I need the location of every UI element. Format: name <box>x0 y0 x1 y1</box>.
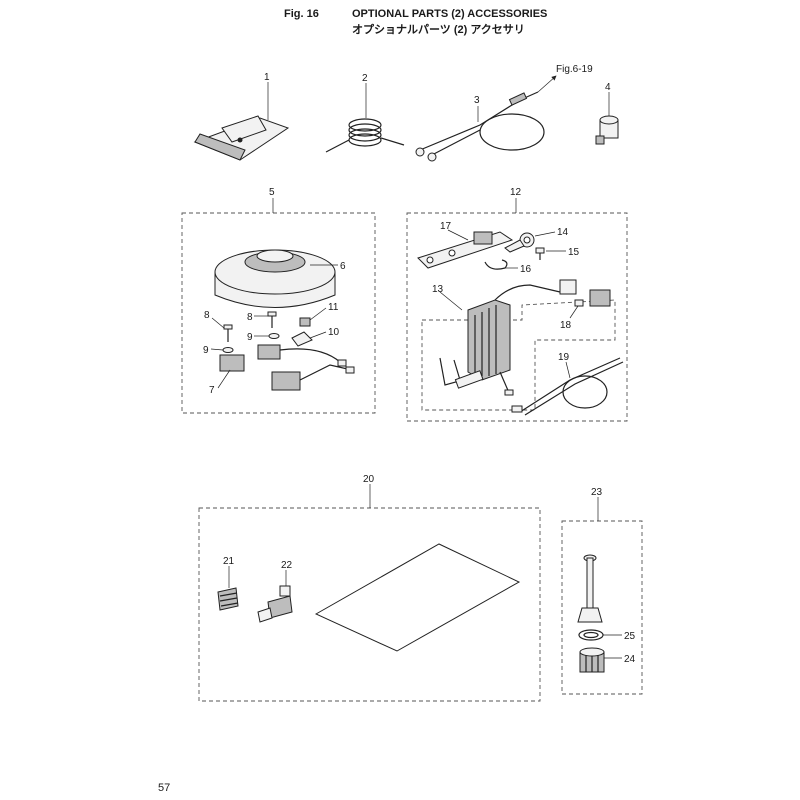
callout-6: 6 <box>340 261 346 272</box>
part-connectors <box>559 279 611 307</box>
callout-24: 24 <box>624 654 636 665</box>
part-cable-clamp <box>504 232 535 253</box>
page-subtitle: オプショナルパーツ (2) アクセサリ <box>352 24 525 36</box>
callout-19: 19 <box>558 352 570 363</box>
group-box-20 <box>198 507 541 702</box>
part-clamp <box>291 317 313 347</box>
callout-17: 15 <box>568 247 580 258</box>
part-sheet <box>314 543 521 652</box>
part-pouch <box>193 115 290 161</box>
part-fitting <box>257 585 293 623</box>
group-box-5 <box>181 212 376 414</box>
callout-22: 22 <box>281 560 293 571</box>
part-bracket-plate <box>417 231 514 269</box>
part-plug <box>217 587 239 611</box>
callout-10: 10 <box>328 327 340 338</box>
group-box-12 <box>406 212 628 422</box>
callout-9a: 9 <box>203 345 209 356</box>
part-washer <box>222 333 280 353</box>
part-rectifier <box>439 284 561 396</box>
callout-8a: 8 <box>204 310 210 321</box>
reference-fig: Fig.6-19 <box>556 64 593 75</box>
callout-8b: 8 <box>247 312 253 323</box>
part-knob <box>595 115 619 145</box>
figure-number: Fig. 16 <box>284 8 319 20</box>
part-o-ring <box>578 629 604 641</box>
part-nut <box>579 647 605 673</box>
part-cable-harness <box>415 91 545 162</box>
callout-1: 1 <box>264 72 270 83</box>
page-number: 57 <box>158 782 171 794</box>
callout-7: 7 <box>209 385 215 396</box>
page-title: OPTIONAL PARTS (2) ACCESSORIES <box>352 8 548 20</box>
callout-15: 17 <box>440 221 452 232</box>
callout-14: 18 <box>560 320 572 331</box>
part-clip <box>484 259 508 270</box>
callout-2: 2 <box>362 73 368 84</box>
callout-5: 5 <box>269 187 275 198</box>
callout-21: 21 <box>223 556 235 567</box>
callout-23: 23 <box>591 487 603 498</box>
callout-11: 11 <box>328 302 339 313</box>
callout-16: 14 <box>557 227 569 238</box>
callout-13: 13 <box>432 284 444 295</box>
callout-4: 4 <box>605 82 611 93</box>
callout-25: 25 <box>624 631 636 642</box>
callout-20: 20 <box>363 474 375 485</box>
part-bolt <box>535 247 545 260</box>
part-valve-stem <box>577 554 603 623</box>
part-screw <box>223 311 277 342</box>
part-wire-harness <box>511 357 624 416</box>
callout-3: 3 <box>474 95 480 106</box>
part-flywheel <box>214 249 336 308</box>
callout-18: 16 <box>520 264 532 275</box>
group-box-13 <box>421 299 616 411</box>
part-spring <box>325 118 405 153</box>
callout-12: 12 <box>510 187 522 198</box>
callout-9b: 9 <box>247 332 253 343</box>
part-stator-coils <box>219 344 355 391</box>
